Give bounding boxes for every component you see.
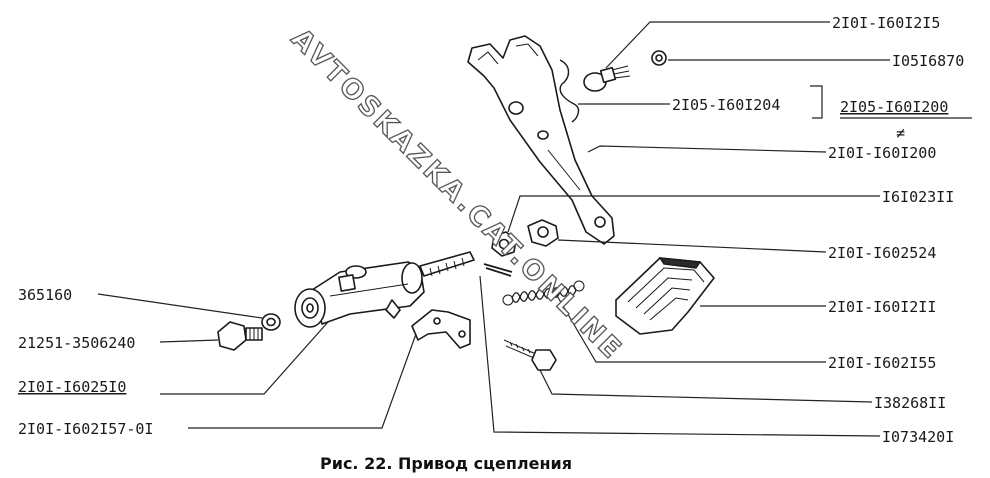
not-equal-sign: ≠ xyxy=(896,124,905,142)
banjo-bolt xyxy=(217,321,263,351)
label-1610-2311: I6I023II xyxy=(882,188,954,206)
ball-stud xyxy=(583,65,631,92)
copper-washer xyxy=(261,313,281,331)
return-spring xyxy=(502,280,585,306)
label-1073-4201: I073420I xyxy=(882,428,954,446)
label-21251-3506240: 21251-3506240 xyxy=(18,334,135,352)
label-1382-6811: I38268II xyxy=(874,394,946,412)
figure-caption: Рис. 22. Привод сцепления xyxy=(320,454,572,473)
label-2101-160211: 2I0I-I60I2II xyxy=(828,298,936,316)
label-365160: 365160 xyxy=(18,286,72,304)
clutch-fork xyxy=(467,35,615,245)
label-2101-1601200: 2I0I-I60I200 xyxy=(828,144,936,162)
label-2101-1602155: 2I0I-I602I55 xyxy=(828,354,936,372)
slave-cylinder xyxy=(294,251,475,328)
label-2101-1601215: 2I0I-I60I2I5 xyxy=(832,14,940,32)
label-2105-1601204: 2I05-I60I204 xyxy=(672,96,780,114)
leader-lines xyxy=(97,21,972,437)
adjusting-nut xyxy=(491,231,517,257)
label-2101-1602510: 2I0I-I6025I0 xyxy=(18,378,126,396)
bracket xyxy=(411,309,471,349)
adjusting-bolt xyxy=(503,339,557,371)
spring-clip xyxy=(559,59,580,123)
pedal-pad xyxy=(615,257,715,335)
lock-nut xyxy=(527,219,559,247)
small-washer xyxy=(651,50,667,66)
part-labels: 2I0I-I60I2I5 I05I6870 2I05-I60I204 2I05-… xyxy=(18,14,964,446)
label-1051-6870: I05I6870 xyxy=(892,52,964,70)
label-2101-1602157: 2I0I-I602I57-0I xyxy=(18,420,153,438)
label-2105-1601200: 2I05-I60I200 xyxy=(840,98,948,116)
cotter-pin xyxy=(483,263,513,277)
label-2101-1602524: 2I0I-I602524 xyxy=(828,244,936,262)
